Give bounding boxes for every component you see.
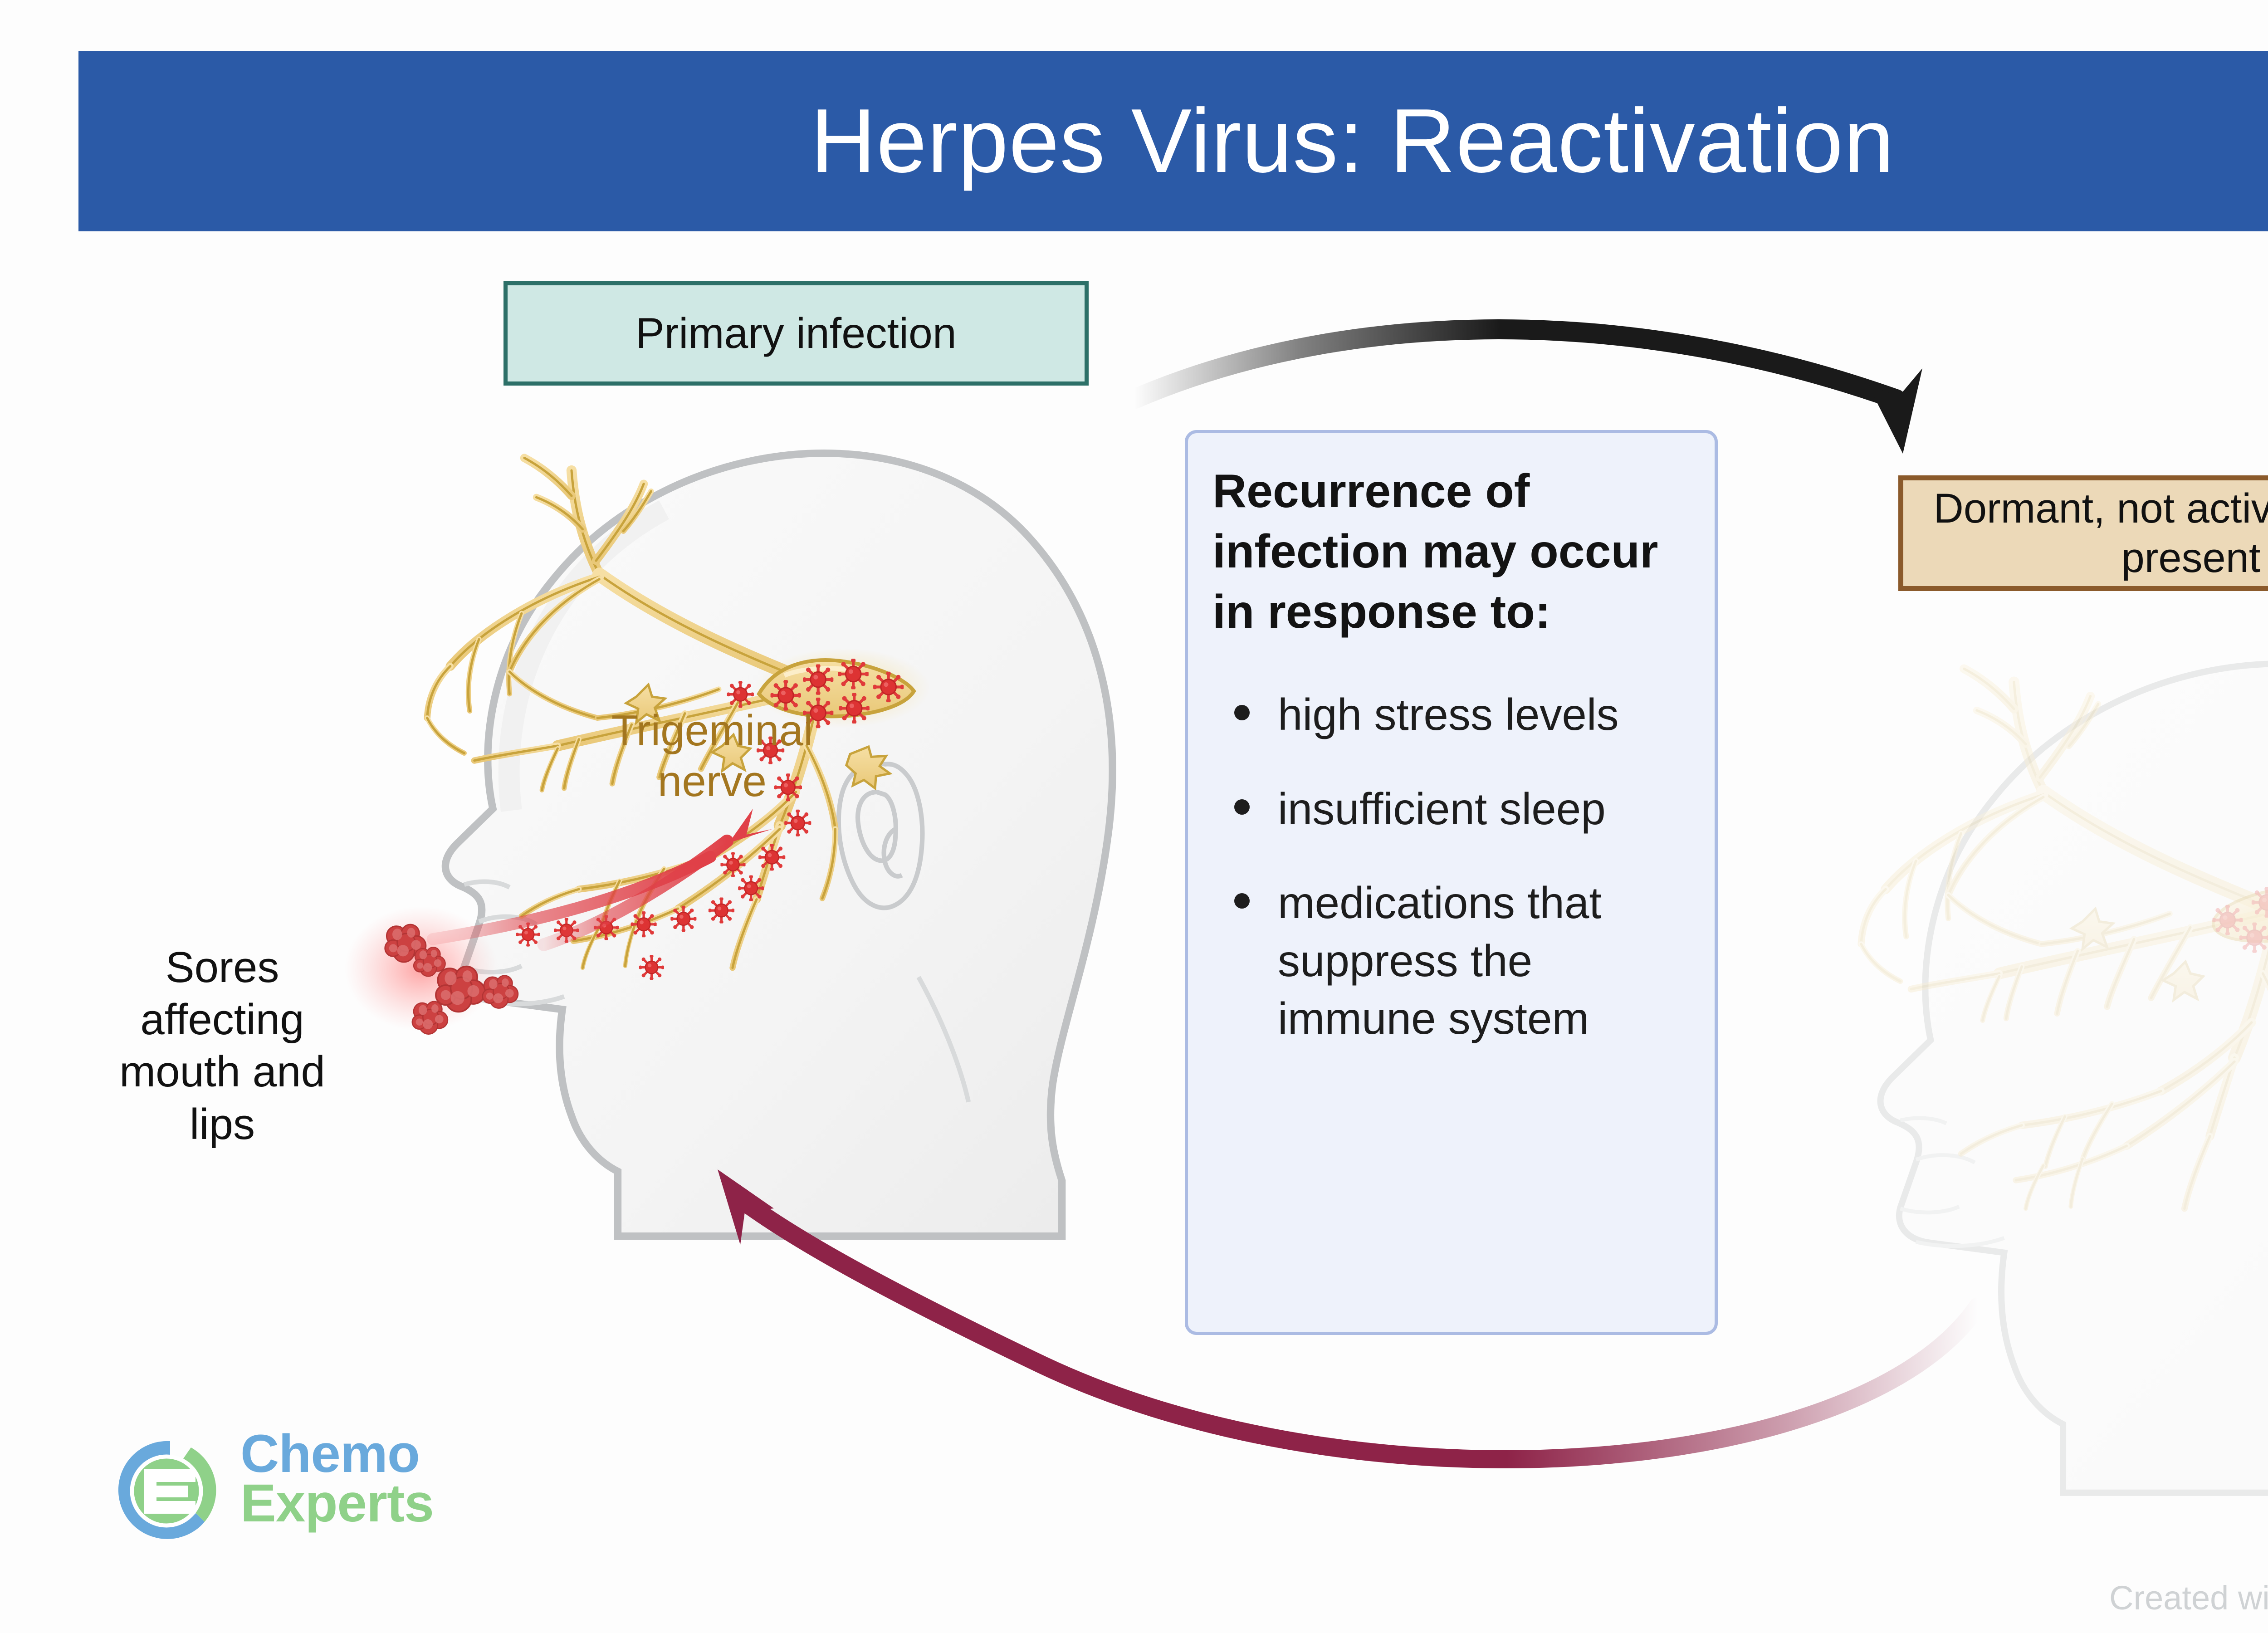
list-item-label: medications that suppress the immune sys… <box>1278 878 1602 1043</box>
trigeminal-nerve-annotation: Trigeminal nerve <box>611 706 813 806</box>
latency-arrow <box>1124 319 1922 454</box>
recurrence-info-panel: Recurrence of infection may occur in res… <box>1185 430 1718 1335</box>
biorender-credit: Created with BioRender.com <box>2109 1579 2268 1617</box>
dormant-label-text: Dormant, not active, but still present <box>1933 485 2268 581</box>
page-title-bar: Herpes Virus: Reactivation <box>78 51 2268 231</box>
logo-word-chemo: Chemo <box>240 1424 420 1484</box>
reactivation-arrow <box>718 1169 1987 1469</box>
logo-word-experts: Experts <box>240 1473 434 1533</box>
list-item-label: insufficient sleep <box>1278 783 1606 834</box>
list-item: insufficient sleep <box>1212 780 1691 838</box>
list-item: high stress levels <box>1212 686 1691 743</box>
dormant-label-box: Dormant, not active, but still present <box>1898 475 2268 591</box>
recurrence-trigger-list: high stress levels insufficient sleep me… <box>1212 686 1691 1047</box>
list-item-label: high stress levels <box>1278 689 1619 740</box>
page-title: Herpes Virus: Reactivation <box>810 90 1895 191</box>
right-head-dormant <box>1861 664 2268 1493</box>
bullet-icon <box>1234 705 1250 721</box>
info-panel-heading: Recurrence of infection may occur in res… <box>1212 465 1658 639</box>
sores-cluster <box>345 906 519 1035</box>
list-item: medications that suppress the immune sys… <box>1212 874 1691 1047</box>
bullet-icon <box>1234 799 1250 815</box>
sores-annotation: Sores affecting mouth and lips <box>119 943 325 1149</box>
logo-wordmark: Chemo Experts <box>240 1424 434 1533</box>
primary-infection-label-box: Primary infection <box>503 281 1089 386</box>
logo-mark-icon <box>118 1441 216 1539</box>
chemoexperts-logo[interactable]: Chemo Experts <box>107 1424 451 1551</box>
primary-infection-label-text: Primary infection <box>635 309 957 357</box>
bullet-icon <box>1234 893 1250 909</box>
left-head-primary-infection <box>345 453 1112 1236</box>
